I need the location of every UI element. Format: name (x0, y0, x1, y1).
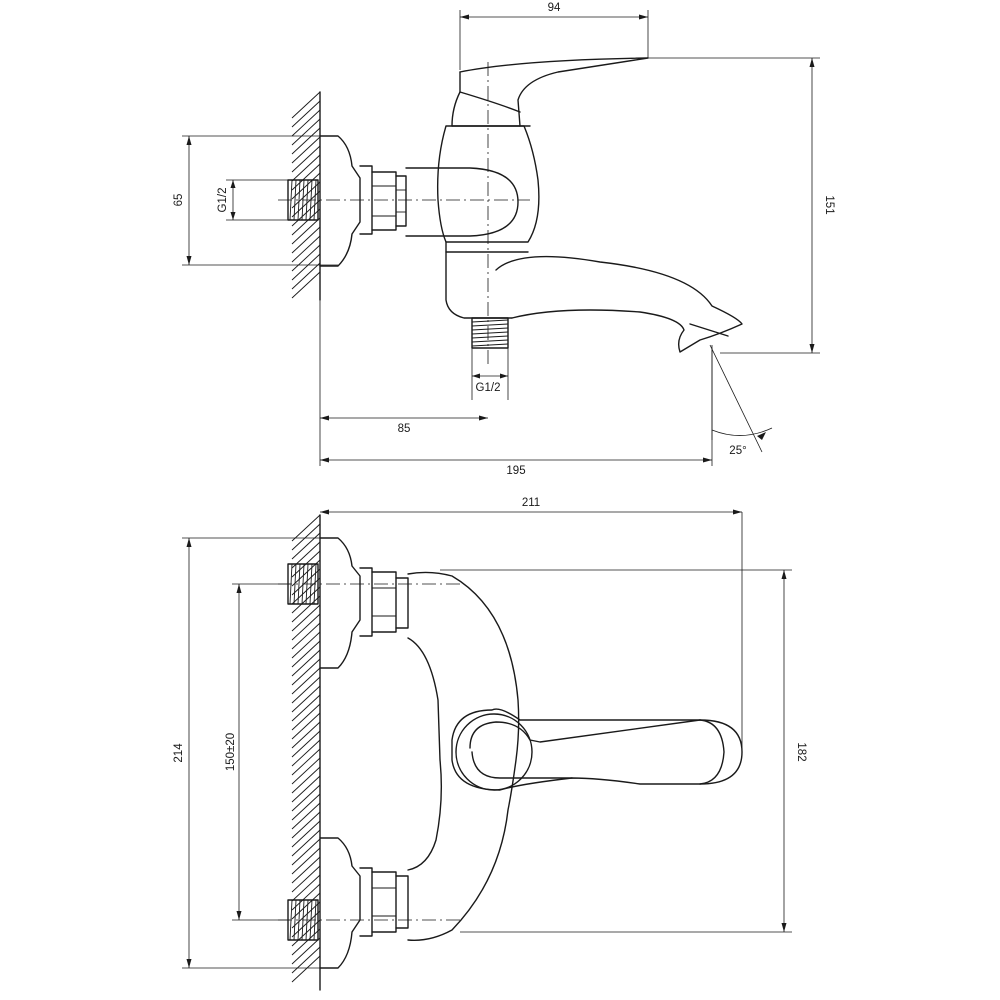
eccentric-connector (287, 135, 407, 267)
dimension-25-deg: 25° (709, 344, 773, 457)
side-view: 94 151 65 G1/2 (173, 2, 835, 477)
spout (495, 255, 743, 353)
dimension-85: 85 (319, 300, 488, 466)
top-view-centerlines (278, 583, 464, 921)
dimension-94: 94 (459, 2, 649, 70)
lower-eccentric-connector (287, 837, 409, 969)
upper-eccentric-connector (287, 537, 409, 669)
dimension-g12-outlet: G1/2 (471, 348, 509, 400)
dimension-150-label: 150±20 (225, 733, 237, 771)
dimension-85-label: 85 (398, 423, 411, 435)
mixer-body (405, 125, 540, 319)
dimension-151-label: 151 (823, 195, 835, 214)
dimension-94-label: 94 (548, 2, 561, 14)
outlet-nipple (471, 317, 509, 349)
dimension-214-label: 214 (173, 743, 185, 763)
dimension-g12-inlet: G1/2 (217, 179, 296, 221)
dimension-214: 214 (173, 537, 322, 969)
mixer-body-top (407, 571, 520, 941)
dimension-25-deg-label: 25° (729, 445, 746, 457)
lever-handle (451, 57, 649, 127)
lever-handle-top (451, 708, 743, 791)
dimension-g12-outlet-label: G1/2 (476, 382, 501, 394)
dimension-195: 195 (320, 348, 713, 477)
dimension-65-label: 65 (173, 194, 185, 207)
dimension-211: 211 (320, 497, 743, 752)
side-view-wall (291, 91, 321, 301)
dimension-151: 151 (648, 57, 835, 354)
dimension-195-label: 195 (506, 465, 525, 477)
dimension-65: 65 (173, 135, 338, 266)
side-view-centerlines (278, 62, 530, 366)
top-view: 211 214 150±20 182 (173, 497, 807, 991)
dimension-182-label: 182 (795, 742, 807, 761)
dimension-150: 150±20 (225, 583, 290, 921)
dimension-g12-inlet-label: G1/2 (217, 188, 229, 213)
top-view-wall (291, 514, 321, 991)
dimension-211-label: 211 (522, 497, 540, 509)
dimension-182: 182 (440, 569, 807, 933)
